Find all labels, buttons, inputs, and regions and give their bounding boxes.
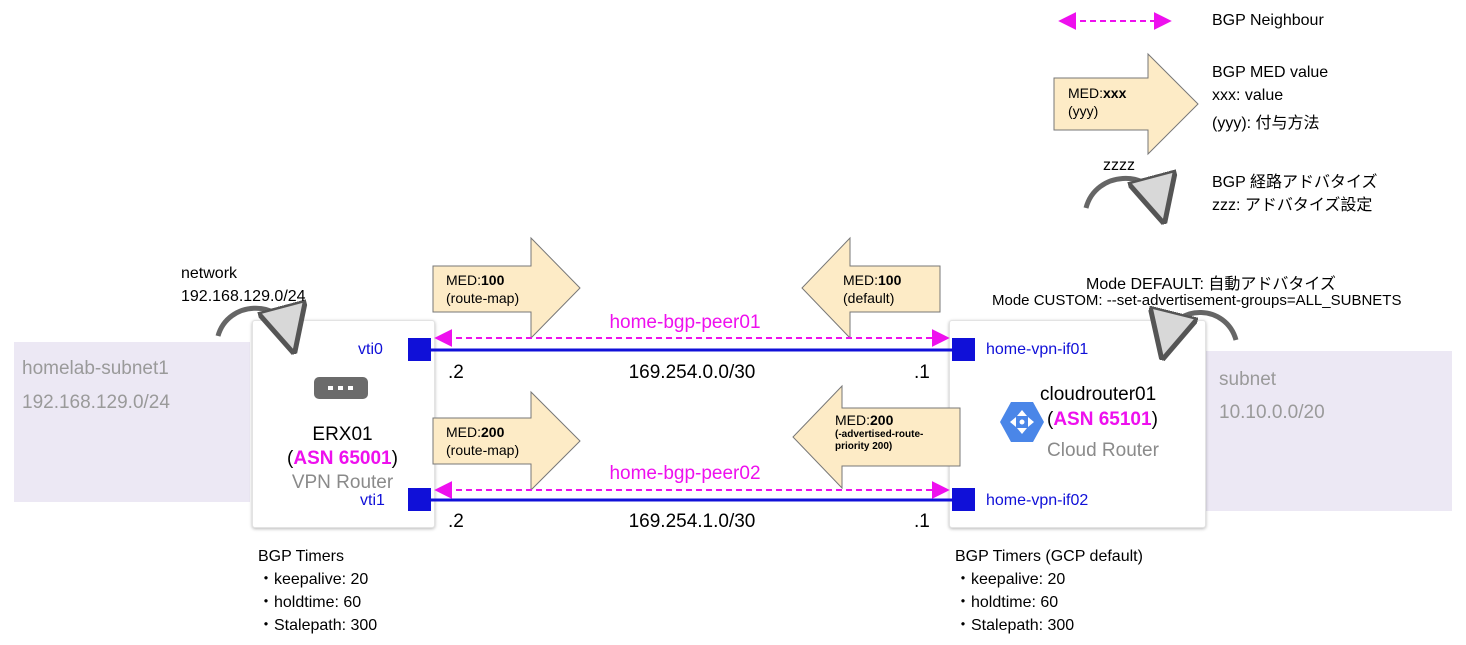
if-label-vti1: vti1	[360, 492, 385, 509]
homelab-subnet-box: homelab-subnet1 192.168.129.0/24	[14, 342, 250, 502]
med-arrow-left-2-text: MED:200 (route-map)	[446, 423, 519, 459]
mode-custom-label: Mode CUSTOM: --set-advertisement-groups=…	[992, 292, 1402, 309]
link-network-2: 169.254.1.0/30	[628, 511, 756, 532]
link-network-1: 169.254.0.0/30	[628, 362, 756, 383]
med-method: (route-map)	[446, 442, 520, 458]
erx01-name: ERX01	[312, 424, 373, 445]
gcp-subnet-box: subnet 10.10.0.0/20	[1206, 351, 1452, 511]
legend-med-arrow	[1053, 52, 1199, 156]
timers-stalepath: ・Stalepath: 300	[258, 617, 378, 634]
legend-adv-setting: zzz: アドバタイズ設定	[1212, 197, 1373, 214]
med-arrow-left-2	[432, 390, 581, 492]
port-home-vpn-if02	[952, 488, 975, 511]
cloud-router-icon	[1000, 402, 1044, 442]
if-label-home-vpn-if02: home-vpn-if02	[986, 492, 1089, 509]
timers-keepalive: ・keepalive: 20	[955, 571, 1066, 588]
med-method: (default)	[843, 290, 895, 306]
ip-left-2: .2	[448, 511, 464, 532]
right-bgp-timers: BGP Timers (GCP default) ・keepalive: 20 …	[955, 545, 1143, 637]
med-arrow-right-2	[792, 384, 961, 490]
if-label-home-vpn-if01: home-vpn-if01	[986, 341, 1089, 358]
cloudrouter01-asn-line: (ASN 65101)	[1047, 409, 1158, 431]
bgp-peer-label-2: home-bgp-peer02	[609, 463, 761, 484]
timers-stalepath: ・Stalepath: 300	[955, 617, 1075, 634]
left-network-label: network	[181, 265, 238, 282]
cloudrouter01-asn: ASN 65101	[1053, 409, 1152, 430]
subnet-cidr: 10.10.0.0/20	[1219, 402, 1325, 423]
subnet-name: homelab-subnet1	[22, 358, 169, 379]
legend-med-title: BGP MED value	[1212, 64, 1329, 81]
port-vti1	[408, 488, 431, 511]
mode-default-label: Mode DEFAULT: 自動アドバタイズ	[1086, 276, 1336, 293]
asn-open: (	[287, 448, 294, 469]
legend-med-arrow-text: MED:xxx (yyy)	[1068, 84, 1126, 120]
erx01-asn: ASN 65001	[293, 448, 392, 469]
timers-keepalive: ・keepalive: 20	[258, 571, 369, 588]
port-home-vpn-if01	[952, 338, 975, 361]
asn-close: )	[391, 448, 398, 469]
port-vti0	[408, 338, 431, 361]
legend-advertise-arrow	[1083, 178, 1158, 208]
med-method: (route-map)	[446, 290, 520, 306]
erx01-asn-line: (ASN 65001)	[252, 448, 433, 470]
med-prefix: MED:	[835, 412, 870, 428]
legend-med-value: xxx: value	[1212, 87, 1284, 104]
med-method-line2: priority 200)	[835, 441, 893, 452]
med-arrow-right-2-text: MED:200 (-advertised-route- priority 200…	[835, 411, 923, 453]
asn-open: (	[1047, 409, 1054, 430]
vpn-router-icon	[314, 377, 368, 399]
med-prefix: MED:	[1068, 85, 1103, 101]
med-method-line1: (-advertised-route-	[835, 429, 924, 440]
erx01-type: VPN Router	[291, 472, 394, 493]
subnet-name: subnet	[1219, 369, 1277, 390]
timers-title: BGP Timers (GCP default)	[955, 548, 1143, 565]
legend-med-method: (yyy): 付与方法	[1212, 115, 1320, 132]
legend-adv-title: BGP 経路アドバタイズ	[1212, 174, 1378, 191]
if-label-vti0: vti0	[358, 341, 383, 358]
med-prefix: MED:	[843, 272, 878, 288]
ip-left-1: .2	[448, 362, 464, 383]
med-prefix: MED:	[446, 424, 481, 440]
left-network-cidr: 192.168.129.0/24	[181, 288, 306, 305]
legend-neighbour-label: BGP Neighbour	[1212, 12, 1324, 29]
med-value: 200	[481, 424, 505, 440]
timers-holdtime: ・holdtime: 60	[258, 594, 362, 611]
ip-right-1: .1	[914, 362, 930, 383]
bgp-peer-label-1: home-bgp-peer01	[609, 312, 761, 333]
med-arrow-right-1	[801, 236, 941, 340]
timers-holdtime: ・holdtime: 60	[955, 594, 1059, 611]
right-advertise-arrow	[1168, 312, 1239, 340]
left-bgp-timers: BGP Timers ・keepalive: 20 ・holdtime: 60 …	[258, 545, 377, 637]
med-arrow-left-1-text: MED:100 (route-map)	[446, 271, 519, 307]
med-arrow-left-1	[432, 236, 581, 340]
med-method: (yyy)	[1068, 103, 1099, 119]
legend-adv-arrow-label: zzzz	[1103, 157, 1135, 174]
med-prefix: MED:	[446, 272, 481, 288]
med-arrow-right-1-text: MED:100 (default)	[843, 271, 901, 307]
timers-title: BGP Timers	[258, 548, 344, 565]
ip-right-2: .1	[914, 511, 930, 532]
med-value: 200	[870, 412, 894, 428]
med-value: 100	[878, 272, 902, 288]
med-value: xxx	[1103, 85, 1127, 101]
cloudrouter01-type: Cloud Router	[1047, 440, 1159, 461]
cloudrouter01-name: cloudrouter01	[1040, 384, 1157, 405]
med-value: 100	[481, 272, 505, 288]
left-advertise-arrow	[215, 308, 288, 336]
asn-close: )	[1151, 409, 1158, 430]
subnet-cidr: 192.168.129.0/24	[22, 392, 170, 413]
